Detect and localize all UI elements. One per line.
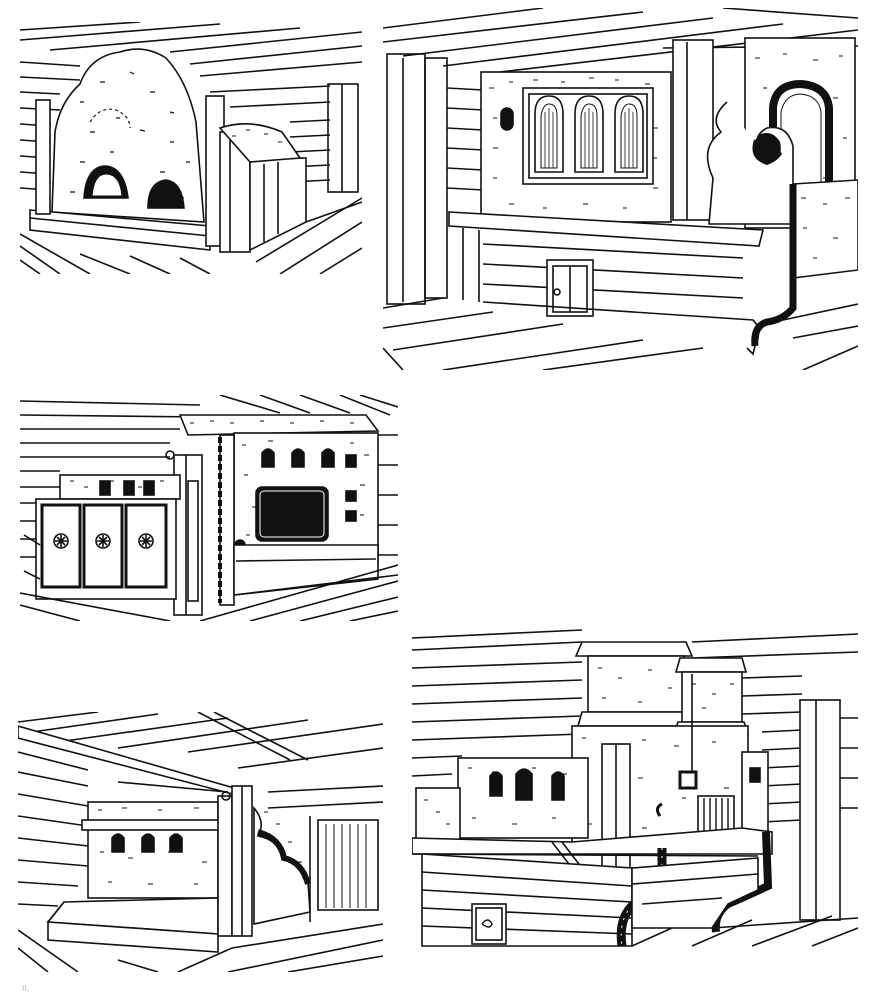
floor-planks [20, 564, 398, 621]
floor-planks [631, 915, 858, 947]
stove-drawing-4 [18, 712, 383, 972]
cabinet-door [40, 503, 82, 589]
floor-planks [20, 197, 362, 274]
plinth-planks [421, 871, 633, 935]
ceiling-planks [20, 395, 398, 430]
wall-planks [20, 61, 331, 191]
floor-planks [383, 297, 858, 370]
ceiling-planks [20, 22, 362, 77]
ceiling-planks [383, 8, 858, 75]
stove-mouth [769, 79, 833, 242]
dome-speckle [70, 71, 190, 199]
arched-panel [574, 95, 604, 173]
stove-drawing-1 [20, 22, 362, 274]
stove-drawing-2 [383, 8, 858, 370]
cabinet-door [124, 503, 168, 589]
arched-panel [534, 95, 564, 173]
arched-niche [489, 768, 565, 801]
left-wall [386, 53, 484, 305]
margin-mark: II, [22, 984, 30, 993]
arched-panel [614, 95, 644, 173]
floor-planks [18, 923, 383, 972]
arched-niche [111, 833, 183, 853]
stove-drawing-5 [412, 628, 858, 948]
arched-niche [261, 448, 357, 522]
side-mouth [147, 179, 185, 209]
cabinet-door [82, 503, 124, 589]
chimney [672, 657, 750, 735]
small-door [471, 903, 507, 945]
chimney [574, 641, 696, 727]
firebox [255, 486, 329, 542]
stove-drawing-3 [20, 395, 398, 621]
ceiling-planks [18, 712, 383, 769]
scroll-ornament [706, 101, 794, 225]
wall-planks [18, 751, 383, 907]
cabinet [35, 498, 177, 600]
ceiling-planks [412, 629, 858, 659]
